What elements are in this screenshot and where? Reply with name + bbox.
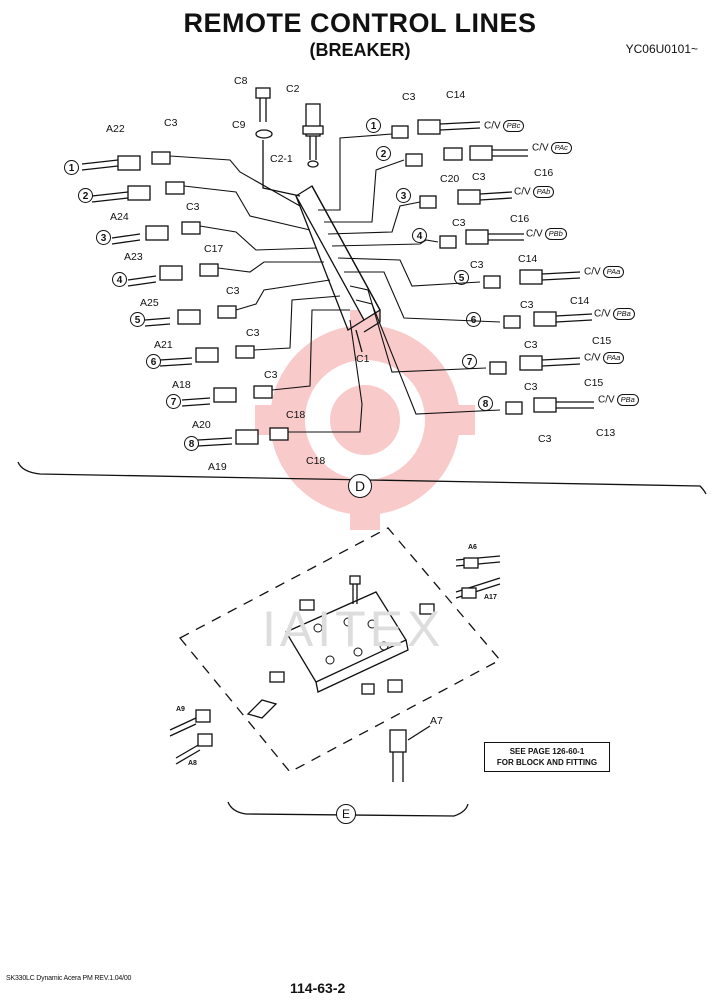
reference-note: SEE PAGE 126-60-1 FOR BLOCK AND FITTING (484, 742, 610, 772)
footer-page-number: 114-63-2 (290, 980, 346, 996)
label-a6: A6 (468, 544, 477, 551)
left-fit-8: C18 (306, 455, 326, 467)
right-fittings (391, 119, 594, 415)
left-hose-5: A21 (154, 339, 173, 351)
left-fit-1: C3 (164, 117, 178, 129)
left-fit-4: C3 (226, 285, 240, 297)
label-a8: A8 (188, 760, 197, 767)
left-hose-8: A19 (208, 461, 227, 473)
right-hose-1: C14 (446, 89, 466, 101)
label-c9: C9 (232, 119, 246, 131)
left-fit-5: C3 (246, 327, 260, 339)
left-fittings (81, 151, 289, 447)
section-e-badge: E (336, 804, 356, 824)
left-fit-2: C3 (186, 201, 200, 213)
right-fit-8: C3 (538, 433, 552, 445)
right-hose-6: C15 (592, 335, 612, 347)
right-hose-7: C15 (584, 377, 604, 389)
left-fit-6: C3 (264, 369, 278, 381)
left-callout-6: 6 (146, 354, 161, 369)
right-fit-6: C3 (524, 339, 538, 351)
page-title: REMOTE CONTROL LINES (183, 8, 537, 38)
right-callout-7: 7 (462, 354, 477, 369)
section-d-badge: D (348, 474, 372, 498)
left-hose-2: A24 (110, 211, 129, 223)
left-hose-4: A25 (140, 297, 159, 309)
right-callout-4: 4 (412, 228, 427, 243)
right-fit-7: C3 (524, 381, 538, 393)
right-hose-2: C16 (534, 167, 554, 179)
page-subtitle: (BREAKER) (309, 40, 411, 60)
left-hose-6: A18 (172, 379, 191, 391)
right-callout-8: 8 (478, 396, 493, 411)
right-hose-3: C16 (510, 213, 530, 225)
left-hose-7: A20 (192, 419, 211, 431)
left-fit-7: C18 (286, 409, 306, 421)
label-a7: A7 (430, 715, 443, 727)
right-fit2-2: C3 (472, 171, 486, 183)
left-callout-7: 7 (166, 394, 181, 409)
right-fit-1: C3 (402, 91, 416, 103)
right-fit-2: C20 (440, 173, 460, 185)
left-callout-4: 4 (112, 272, 127, 287)
left-callout-2: 2 (78, 188, 93, 203)
left-callout-8: 8 (184, 436, 199, 451)
right-callout-6: 6 (466, 312, 481, 327)
left-callout-3: 3 (96, 230, 111, 245)
label-a9: A9 (176, 706, 185, 713)
watermark-text: IAITEX (262, 601, 445, 657)
right-fit-5: C3 (520, 299, 534, 311)
left-hose-3: A23 (124, 251, 143, 263)
reference-note-line1: SEE PAGE 126-60-1 (509, 747, 585, 756)
right-callout-3: 3 (396, 188, 411, 203)
label-c8: C8 (234, 75, 248, 87)
reference-note-line2: FOR BLOCK AND FITTING (496, 758, 598, 767)
right-hose-8: C13 (596, 427, 616, 439)
right-fit-3: C3 (452, 217, 466, 229)
left-fit-3: C17 (204, 243, 224, 255)
footer-model: SK330LC Dynamic Acera PM REV.1.04/00 (6, 975, 132, 982)
label-c2: C2 (286, 83, 300, 95)
right-callout-5: 5 (454, 270, 469, 285)
right-callout-1: 1 (366, 118, 381, 133)
left-hose-1: A22 (106, 123, 125, 135)
right-fit-4: C3 (470, 259, 484, 271)
right-hose-5: C14 (570, 295, 590, 307)
left-callout-1: 1 (64, 160, 79, 175)
right-hose-4: C14 (518, 253, 538, 265)
left-callout-5: 5 (130, 312, 145, 327)
drawing-code: YC06U0101~ (625, 42, 698, 56)
label-c2-1: C2-1 (270, 153, 293, 165)
label-c1: C1 (356, 353, 370, 365)
label-a17: A17 (484, 594, 497, 601)
right-callout-2: 2 (376, 146, 391, 161)
left-leaders (169, 155, 363, 433)
